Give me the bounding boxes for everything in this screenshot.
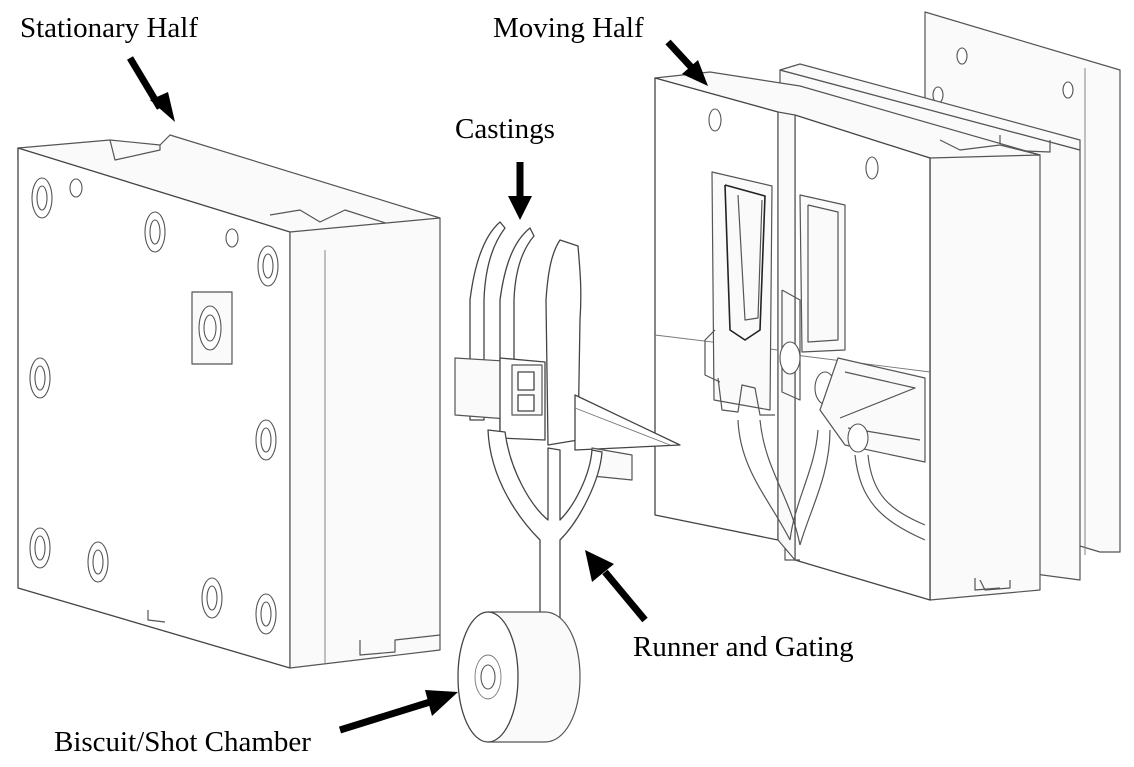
biscuit-shot-chamber-label: Biscuit/Shot Chamber bbox=[54, 726, 311, 758]
arrow-runner-and-gating bbox=[585, 550, 648, 623]
arrow-castings bbox=[508, 162, 532, 220]
castings-label: Castings bbox=[455, 113, 555, 145]
arrow-moving-half bbox=[665, 39, 708, 86]
casting-assembly bbox=[454, 221, 681, 743]
runner-and-gating-label: Runner and Gating bbox=[633, 631, 854, 663]
biscuit-cylinder bbox=[457, 611, 581, 743]
moving-half-label: Moving Half bbox=[493, 12, 644, 44]
stationary-half-die bbox=[17, 134, 441, 669]
moving-half-die bbox=[654, 11, 1121, 601]
arrow-stationary-half bbox=[126, 56, 175, 122]
arrow-biscuit bbox=[338, 690, 458, 734]
stationary-half-label: Stationary Half bbox=[20, 12, 198, 44]
